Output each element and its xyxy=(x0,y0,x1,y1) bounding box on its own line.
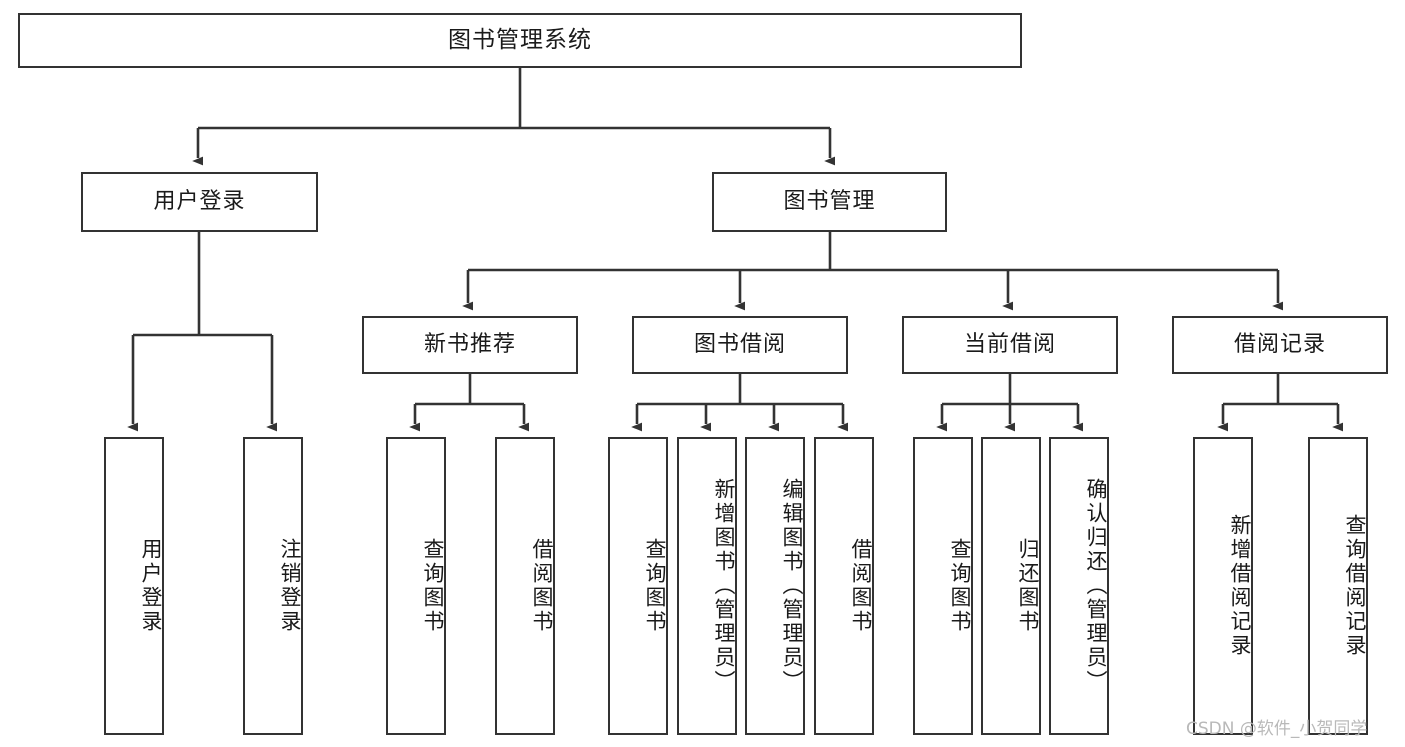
node-leaf-add-record[interactable]: 新增借阅记录 xyxy=(1193,437,1253,735)
node-user-login[interactable]: 用户登录 xyxy=(81,172,318,232)
node-leaf-borrow-book-1[interactable]: 借阅图书 xyxy=(495,437,555,735)
node-borrow-record-label: 借阅记录 xyxy=(1233,331,1326,357)
node-leaf-edit-book-label: 编辑图书（管理员） xyxy=(780,478,804,694)
node-leaf-query-record-label: 查询借阅记录 xyxy=(1343,514,1367,658)
node-leaf-confirm-return-label: 确认归还（管理员） xyxy=(1084,478,1108,694)
node-book-borrow-label: 图书借阅 xyxy=(693,331,786,357)
node-leaf-logout[interactable]: 注销登录 xyxy=(243,437,303,735)
node-leaf-borrow-book-2[interactable]: 借阅图书 xyxy=(814,437,874,735)
node-borrow-record[interactable]: 借阅记录 xyxy=(1172,316,1388,374)
node-leaf-add-book-label: 新增图书（管理员） xyxy=(712,478,736,694)
node-leaf-add-record-label: 新增借阅记录 xyxy=(1228,514,1252,658)
node-leaf-borrow-book-2-label: 借阅图书 xyxy=(849,538,873,634)
node-user-login-label: 用户登录 xyxy=(153,188,246,214)
node-leaf-edit-book[interactable]: 编辑图书（管理员） xyxy=(745,437,805,735)
node-leaf-query-book-1[interactable]: 查询图书 xyxy=(386,437,446,735)
node-leaf-return-book-label: 归还图书 xyxy=(1016,538,1040,634)
node-leaf-query-book-3-label: 查询图书 xyxy=(948,538,972,634)
node-leaf-query-book-3[interactable]: 查询图书 xyxy=(913,437,973,735)
node-leaf-add-book[interactable]: 新增图书（管理员） xyxy=(677,437,737,735)
node-leaf-logout-label: 注销登录 xyxy=(278,538,302,634)
node-leaf-query-book-2[interactable]: 查询图书 xyxy=(608,437,668,735)
node-leaf-confirm-return[interactable]: 确认归还（管理员） xyxy=(1049,437,1109,735)
node-book-manage[interactable]: 图书管理 xyxy=(712,172,947,232)
node-leaf-query-record[interactable]: 查询借阅记录 xyxy=(1308,437,1368,735)
node-leaf-user-login-label: 用户登录 xyxy=(139,538,163,634)
node-book-manage-label: 图书管理 xyxy=(783,188,876,214)
node-current-borrow[interactable]: 当前借阅 xyxy=(902,316,1118,374)
node-new-book-recommend[interactable]: 新书推荐 xyxy=(362,316,578,374)
node-new-book-recommend-label: 新书推荐 xyxy=(423,331,516,357)
node-root[interactable]: 图书管理系统 xyxy=(18,13,1022,68)
node-book-borrow[interactable]: 图书借阅 xyxy=(632,316,848,374)
node-leaf-user-login[interactable]: 用户登录 xyxy=(104,437,164,735)
node-leaf-query-book-2-label: 查询图书 xyxy=(643,538,667,634)
node-leaf-query-book-1-label: 查询图书 xyxy=(421,538,445,634)
node-leaf-return-book[interactable]: 归还图书 xyxy=(981,437,1041,735)
node-current-borrow-label: 当前借阅 xyxy=(963,331,1056,357)
csdn-watermark: CSDN @软件_小贺同学 xyxy=(1186,719,1368,739)
node-leaf-borrow-book-1-label: 借阅图书 xyxy=(530,538,554,634)
node-root-label: 图书管理系统 xyxy=(448,26,592,53)
